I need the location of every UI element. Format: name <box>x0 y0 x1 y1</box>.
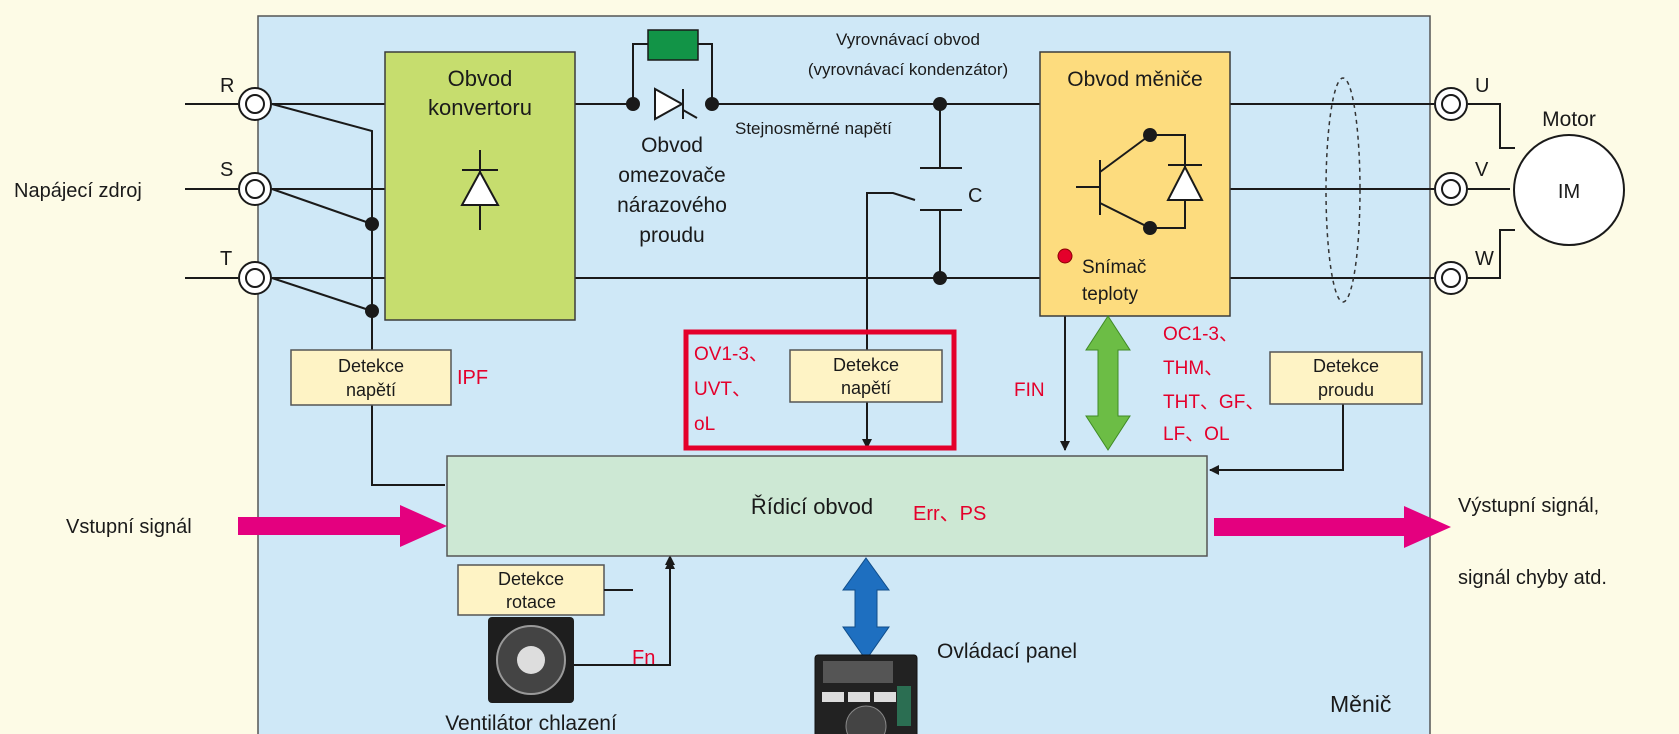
voltage-detect-mid-line1: Detekce <box>833 355 899 375</box>
converter-title-line1: Obvod <box>448 66 513 91</box>
inrush-label-line1: Obvod <box>641 134 703 157</box>
current-sensor-ring <box>1325 77 1361 303</box>
alarm-ipf: IPF <box>457 367 488 389</box>
converter-title-line2: konvertoru <box>428 95 532 120</box>
voltage-detect-mid-line2: napětí <box>841 378 891 398</box>
inverter-circuit-title: Obvod měniče <box>1067 68 1202 91</box>
control-panel-icon <box>814 654 918 734</box>
alarm-inv-line2: THM、 <box>1163 358 1223 379</box>
motor-icon <box>1513 134 1625 246</box>
junction-dots <box>365 97 947 318</box>
diode-icon <box>460 150 500 230</box>
input-signal-label: Vstupní signál <box>66 516 192 538</box>
alarm-err-ps: Err、PS <box>913 503 986 525</box>
alarm-inv-line4: LF、OL <box>1163 424 1230 445</box>
smoothing-label-line2: (vyrovnávací kondenzátor) <box>808 60 1008 79</box>
rotation-detect-line2: rotace <box>506 592 556 612</box>
alarm-ov-line1: OV1-3、 <box>694 344 768 365</box>
inrush-label-line4: proudu <box>639 224 704 247</box>
terminal-r-label: R <box>220 75 234 97</box>
current-detect-line1: Detekce <box>1313 356 1379 376</box>
alarm-inv-line1: OC1-3、 <box>1163 324 1238 345</box>
inverter-control-double-arrow <box>1085 315 1131 451</box>
current-detect-line2: proudu <box>1318 380 1374 400</box>
inverter-circuit-block <box>1039 51 1231 317</box>
current-detect-box <box>1269 351 1423 405</box>
motor-label: IM <box>1558 181 1580 203</box>
terminal-u-label: U <box>1475 75 1489 97</box>
fan-label: Ventilátor chlazení <box>445 712 617 734</box>
wiring <box>185 43 1515 625</box>
rotation-detect-line1: Detekce <box>498 569 564 589</box>
inrush-label-line3: nárazového <box>617 194 727 217</box>
terminals <box>238 87 1468 295</box>
terminal-v-label: V <box>1475 159 1489 181</box>
control-panel-label: Ovládací panel <box>937 640 1077 663</box>
temp-sensor-label-line2: teploty <box>1082 284 1138 305</box>
output-signal-line2: signál chyby atd. <box>1458 567 1607 589</box>
alarm-inv-line3: THT、GF、 <box>1163 392 1264 413</box>
control-circuit-label: Řídicí obvod <box>751 494 873 519</box>
smoothing-label-line1: Vyrovnávací obvod <box>836 30 980 49</box>
igbt-icon <box>1076 134 1204 229</box>
terminal-s-label: S <box>220 159 233 181</box>
voltage-detect-mid-box <box>789 349 943 403</box>
terminal-t-label: T <box>220 248 232 270</box>
inrush-label-line2: omezovače <box>618 164 725 187</box>
cooling-fan-icon <box>488 617 574 703</box>
voltage-detect-left-line1: Detekce <box>338 356 404 376</box>
terminal-w-label: W <box>1475 248 1494 270</box>
capacitor-label: C <box>968 185 982 207</box>
input-signal-arrow <box>238 505 447 547</box>
highlight-frame <box>683 329 957 451</box>
temp-sensor-label-line1: Snímač <box>1082 257 1146 278</box>
output-signal-line1: Výstupní signál, <box>1458 495 1599 517</box>
alarm-fin: FIN <box>1014 380 1045 401</box>
output-signal-arrow <box>1214 506 1451 548</box>
voltage-detect-left-line2: napětí <box>346 380 396 400</box>
control-circuit-block <box>446 455 1208 557</box>
alarm-ov-line2: UVT、 <box>694 379 751 400</box>
power-source-label: Napájecí zdroj <box>14 180 142 202</box>
alarm-fn: Fn <box>632 647 655 669</box>
motor-title: Motor <box>1542 108 1596 131</box>
dc-voltage-label: Stejnosměrné napětí <box>735 119 892 138</box>
voltage-detect-left-box <box>290 349 452 406</box>
temperature-sensor-icon <box>1057 248 1073 264</box>
inrush-resistor-icon <box>647 29 699 61</box>
rotation-detect-box <box>457 564 605 616</box>
thyristor-icon <box>654 87 698 121</box>
inverter-label: Měnič <box>1330 691 1391 717</box>
alarm-ov-line3: oL <box>694 414 715 435</box>
